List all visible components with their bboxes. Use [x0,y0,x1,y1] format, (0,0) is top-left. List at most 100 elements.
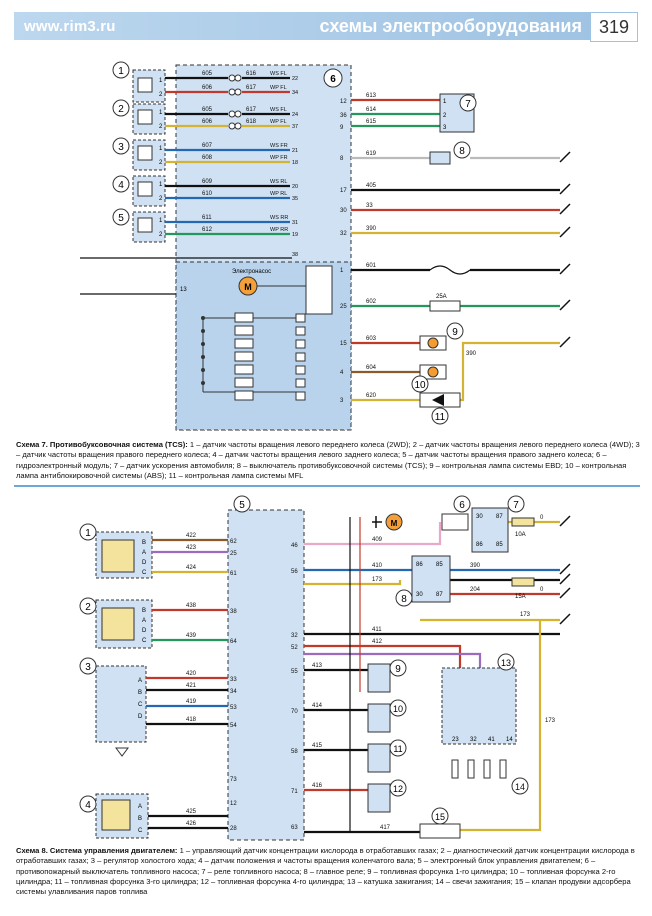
svg-text:418: 418 [186,717,197,723]
svg-text:608: 608 [202,155,213,161]
svg-text:601: 601 [366,263,377,269]
svg-text:12: 12 [230,801,237,807]
svg-text:603: 603 [366,336,377,342]
svg-text:2: 2 [159,196,163,202]
svg-text:35: 35 [292,196,298,202]
svg-text:46: 46 [291,543,298,549]
svg-text:390: 390 [366,226,377,232]
ground-marks-8 [559,515,571,625]
section-title: схемы электрооборудования [319,16,582,36]
svg-text:WP FL: WP FL [270,119,287,125]
svg-text:63: 63 [291,825,298,831]
svg-text:WP RL: WP RL [270,191,287,197]
svg-text:B: B [138,816,142,822]
lamp-9: 9 [419,322,464,351]
svg-text:424: 424 [186,565,197,571]
svg-text:611: 611 [202,215,212,221]
svg-text:D: D [142,560,147,566]
svg-text:0: 0 [540,587,544,593]
svg-text:13: 13 [180,287,187,293]
svg-text:73: 73 [230,777,237,783]
svg-text:606: 606 [202,85,213,91]
svg-text:3: 3 [85,662,91,673]
site-url[interactable]: www.rim3.ru [24,18,116,35]
svg-text:11: 11 [393,744,402,754]
svg-text:85: 85 [496,542,503,548]
svg-text:604: 604 [366,365,377,371]
svg-text:WS FL: WS FL [270,107,287,113]
svg-text:610: 610 [202,191,213,197]
svg-text:605: 605 [202,71,213,77]
svg-text:10: 10 [414,380,426,391]
svg-text:204: 204 [470,587,481,593]
svg-text:85: 85 [436,562,443,568]
svg-text:19: 19 [292,232,298,238]
svg-text:11: 11 [435,412,446,423]
svg-text:33: 33 [366,203,373,209]
svg-text:30: 30 [340,208,347,214]
svg-text:WS RL: WS RL [270,179,287,185]
caption-diagram-8: Схема 8. Система управления двигателем: … [16,846,635,897]
svg-text:M: M [391,519,398,528]
sensor-4: 4 12 [112,175,166,207]
svg-text:410: 410 [372,563,383,569]
svg-text:32: 32 [470,737,477,743]
svg-text:Электронасос: Электронасос [232,269,271,275]
svg-text:24: 24 [292,112,298,118]
svg-text:7: 7 [513,500,519,511]
svg-text:C: C [142,570,147,576]
crankshaft-sensor-4: 4 ABC [79,793,149,839]
svg-text:409: 409 [372,537,383,543]
caption-diagram-7: Схема 7. Противобуксовочная система (TCS… [16,440,640,480]
svg-text:14: 14 [506,737,513,743]
svg-text:WS RR: WS RR [270,215,288,221]
svg-text:2: 2 [159,160,163,166]
svg-text:5: 5 [118,213,124,224]
svg-text:34: 34 [292,90,298,96]
svg-text:423: 423 [186,545,197,551]
injectors: 9 10 11 12 [367,659,407,813]
svg-text:A: A [142,550,146,556]
svg-text:602: 602 [366,299,377,305]
svg-text:419: 419 [186,699,197,705]
svg-text:390: 390 [466,351,477,357]
svg-text:15A: 15A [515,594,526,600]
section-divider [14,485,640,487]
svg-text:4: 4 [85,800,91,811]
svg-text:1: 1 [118,66,124,77]
header-bar [14,12,596,40]
svg-text:618: 618 [246,119,257,125]
module-6-label: 6 [330,74,336,85]
svg-text:54: 54 [230,723,237,729]
svg-text:18: 18 [292,160,298,166]
svg-text:14: 14 [515,782,525,792]
svg-text:173: 173 [545,718,556,724]
accel-sensor-7: 7 123 [439,93,477,133]
svg-text:9: 9 [395,664,401,675]
svg-text:9: 9 [340,125,344,131]
svg-text:52: 52 [291,645,298,651]
svg-text:3: 3 [340,398,344,404]
svg-text:416: 416 [312,783,323,789]
svg-text:M: M [244,282,252,292]
svg-text:417: 417 [380,825,391,831]
ecu-right-wires [304,517,560,834]
right-wires [351,98,560,402]
svg-text:55: 55 [291,669,298,675]
svg-text:3: 3 [118,142,124,153]
svg-text:33: 33 [230,677,237,683]
svg-text:415: 415 [312,743,323,749]
svg-text:32: 32 [291,633,298,639]
svg-text:1: 1 [85,528,91,539]
page-header: www.rim3.ru схемы электрооборудования 31… [0,0,652,42]
svg-text:617: 617 [246,85,257,91]
svg-text:WP FL: WP FL [270,85,287,91]
svg-text:61: 61 [230,571,237,577]
svg-text:1: 1 [159,218,163,224]
svg-text:605: 605 [202,107,213,113]
svg-text:2: 2 [159,232,163,238]
svg-text:WS FL: WS FL [270,71,287,77]
